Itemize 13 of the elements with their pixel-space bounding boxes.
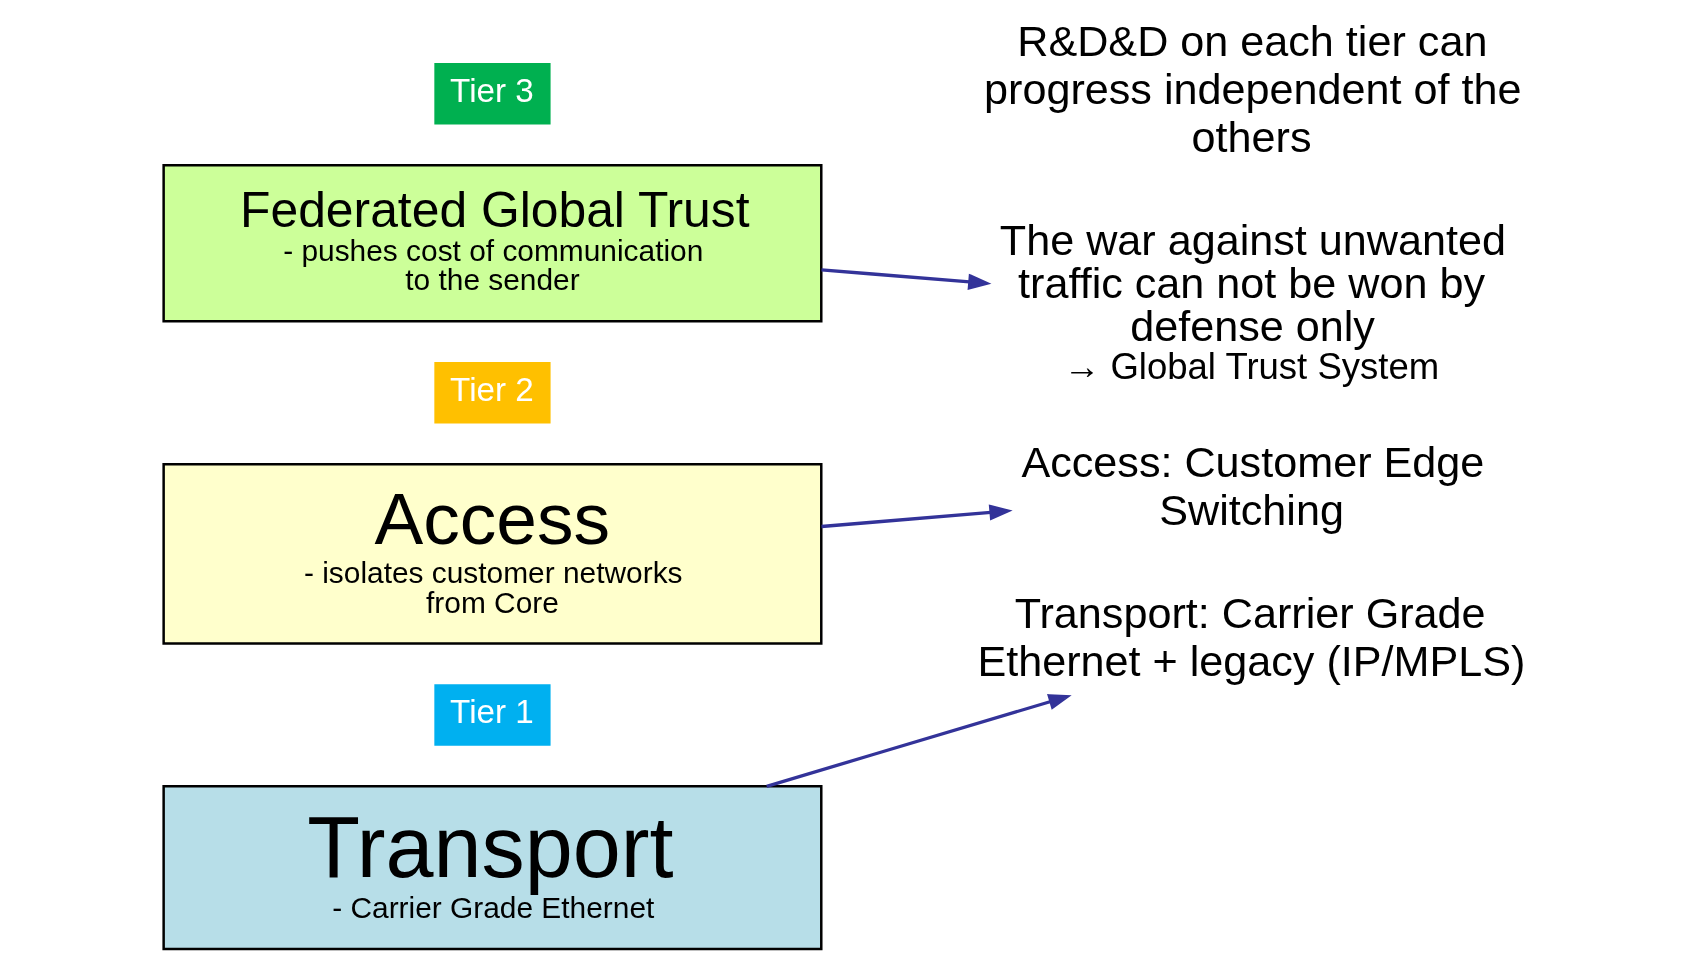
node-box: Transport - Carrier Grade Ethernet: [162, 785, 823, 951]
node-text: Transport: Carrier Grade Ethernet + legacy (IP/MPLS): [977, 589, 1526, 686]
label: R&D&D on each tier can progress independent of the others: [984, 17, 1522, 162]
node-text: Access: Customer Edge Switching: [1021, 438, 1485, 535]
node-text: The war against unwanted traffic can not be won by defense only → Global Trust System: [999, 215, 1506, 387]
arrow: [821, 504, 1013, 529]
arrow: [821, 268, 992, 290]
arrow: [766, 694, 1072, 788]
node-box: Tier 3: [434, 63, 551, 125]
node-box: Federated Global Trust - pushes cost of communication to the sender: [162, 163, 823, 323]
node-box: Tier 1: [434, 684, 551, 746]
node-box: Access - isolates customer networks from Core: [162, 462, 823, 645]
node-box: Tier 2: [434, 362, 551, 424]
